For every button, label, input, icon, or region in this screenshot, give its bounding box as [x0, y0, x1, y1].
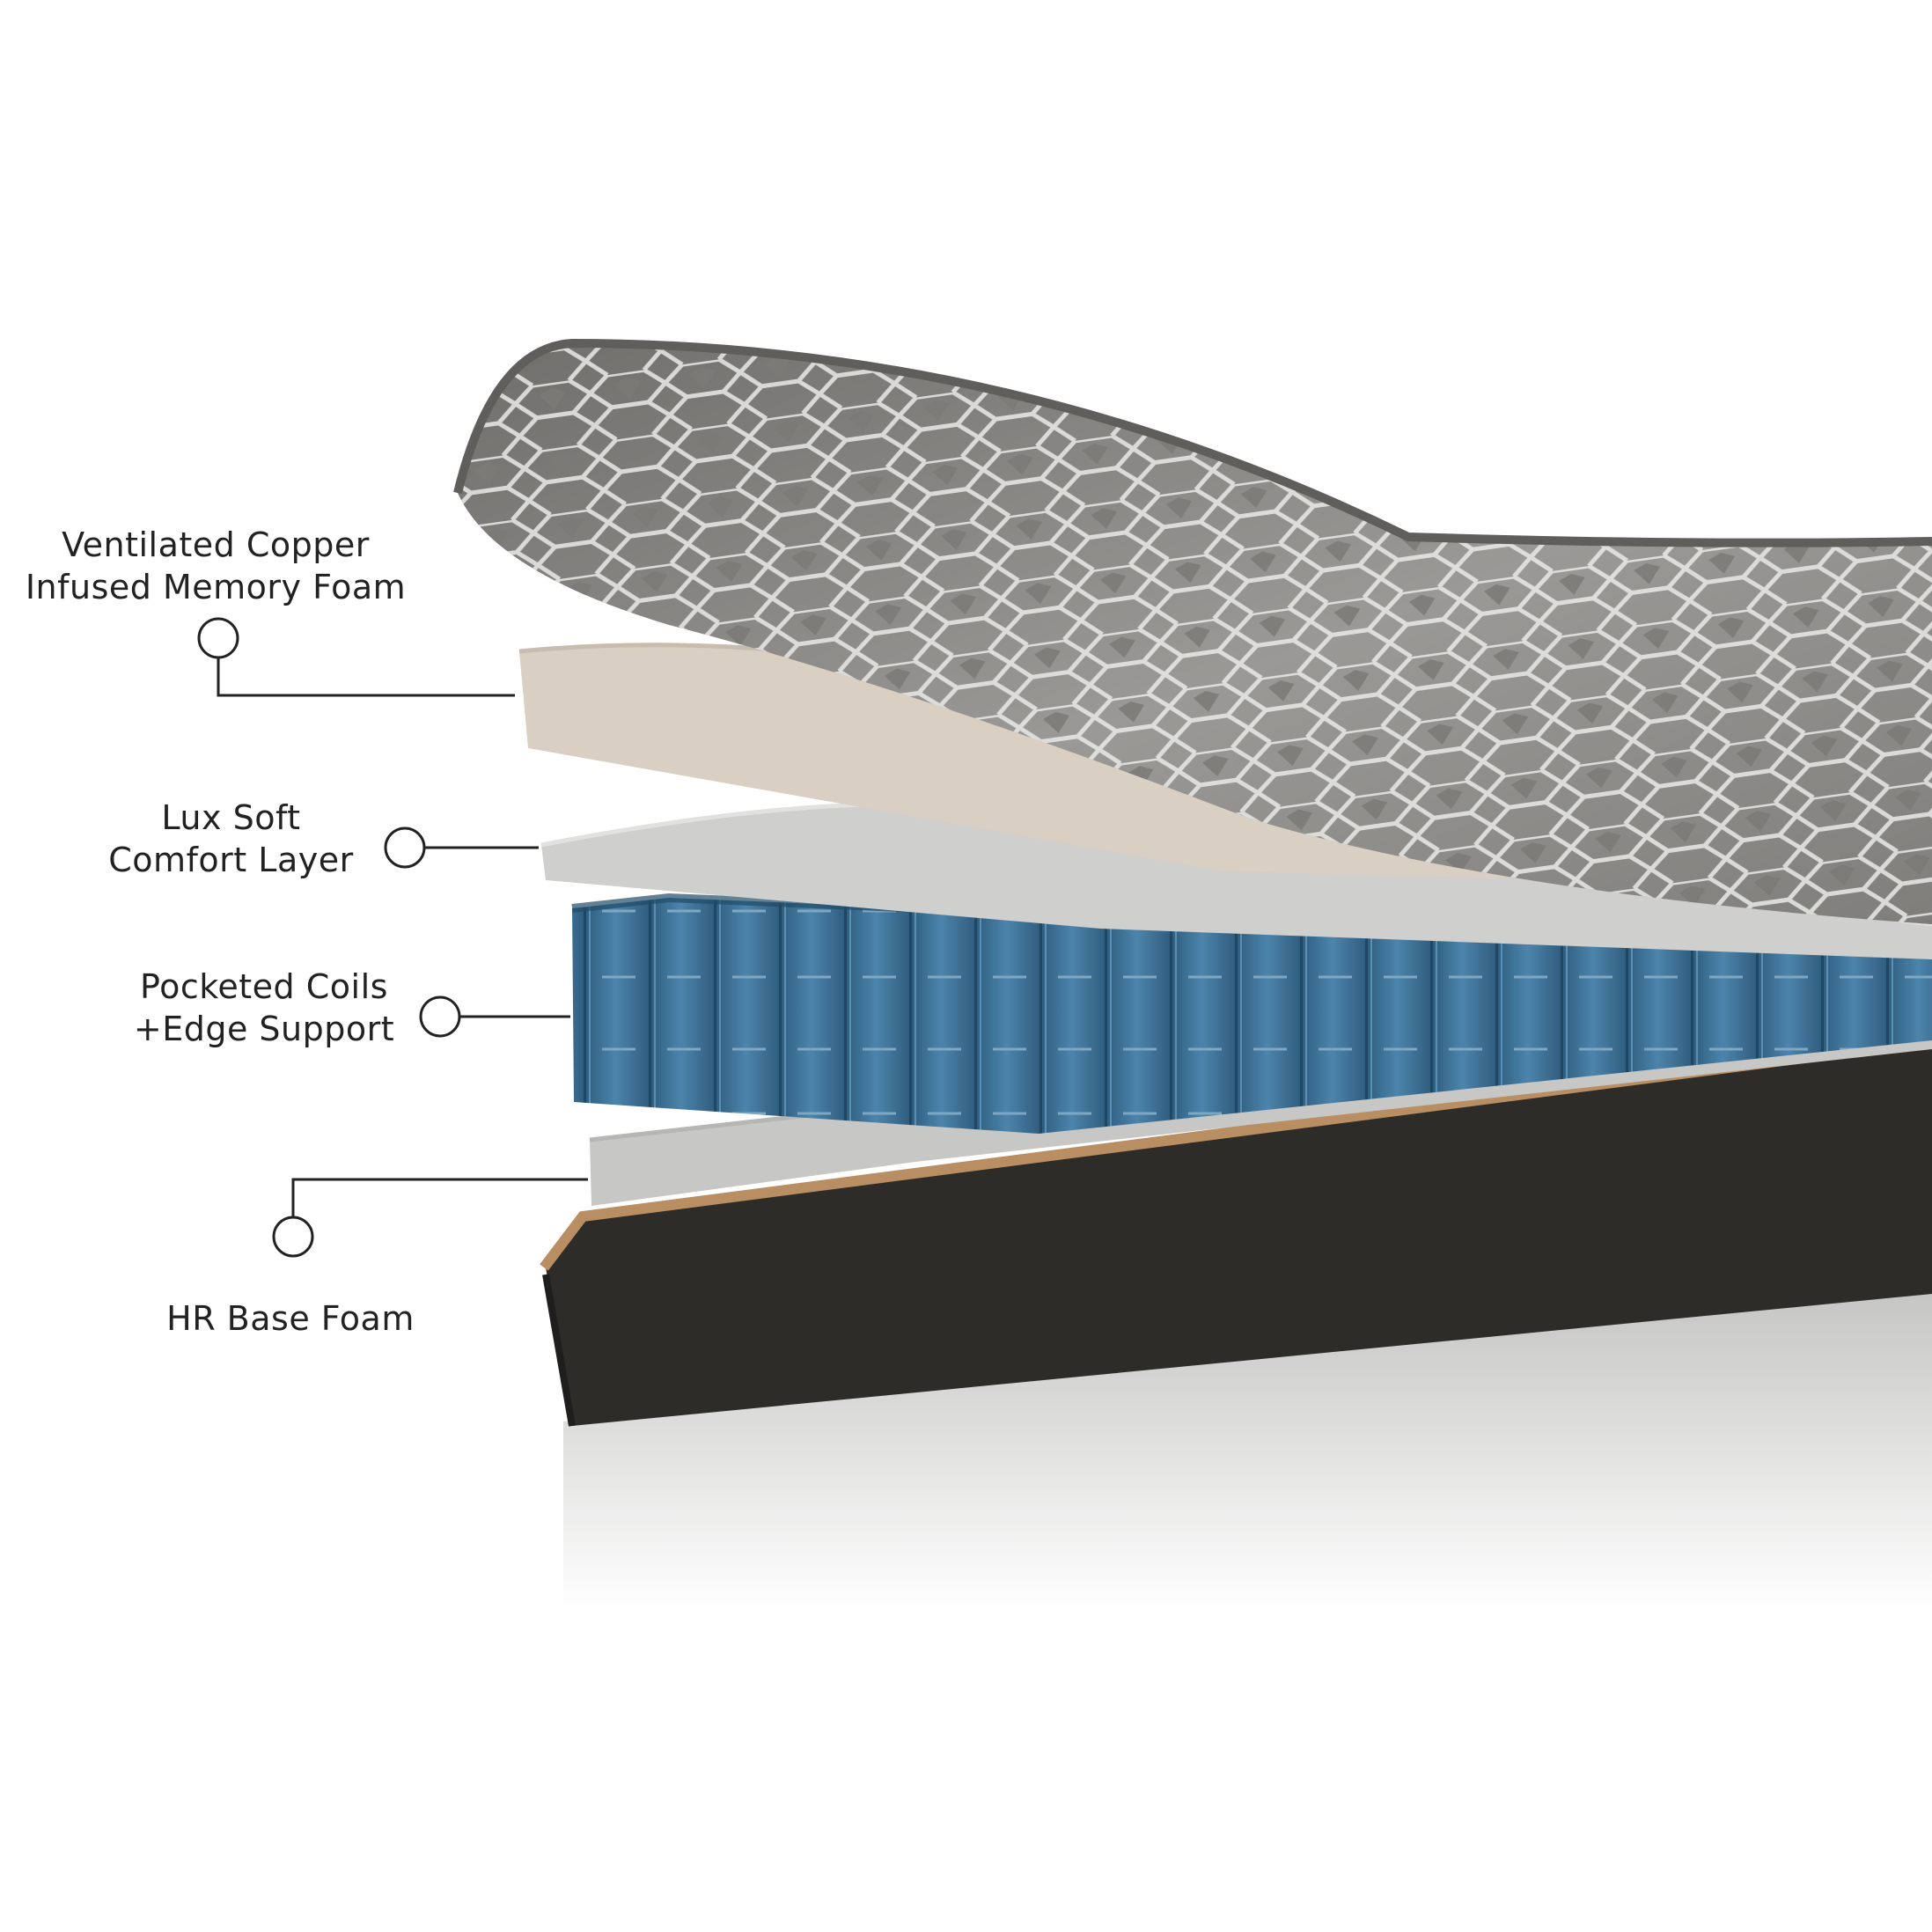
callout-line: Pocketed Coils	[140, 967, 388, 1006]
callout-base-foam: HR Base Foam	[141, 1297, 440, 1340]
floor-shadow	[563, 1259, 1932, 1611]
callout-memory-foam: Ventilated Copper Infused Memory Foam	[9, 524, 422, 608]
callout-pocketed-coils: Pocketed Coils +Edge Support	[114, 966, 414, 1050]
callout-line: Ventilated Copper	[62, 525, 370, 564]
comfort-layer	[541, 804, 1932, 959]
base-foam-layer	[590, 1035, 1932, 1206]
base-piping	[540, 1036, 1932, 1271]
callout-comfort-layer: Lux Soft Comfort Layer	[84, 797, 378, 881]
callout-line: Comfort Layer	[108, 841, 354, 879]
callout-line: +Edge Support	[133, 1010, 395, 1048]
callout-line: Infused Memory Foam	[25, 568, 407, 606]
callout-line: HR Base Foam	[166, 1299, 415, 1338]
callout-connectors	[197, 617, 588, 1258]
pocketed-coils-layer	[572, 898, 1932, 1134]
fabric-base-layer	[546, 1039, 1932, 1426]
callout-line: Lux Soft	[161, 798, 301, 837]
